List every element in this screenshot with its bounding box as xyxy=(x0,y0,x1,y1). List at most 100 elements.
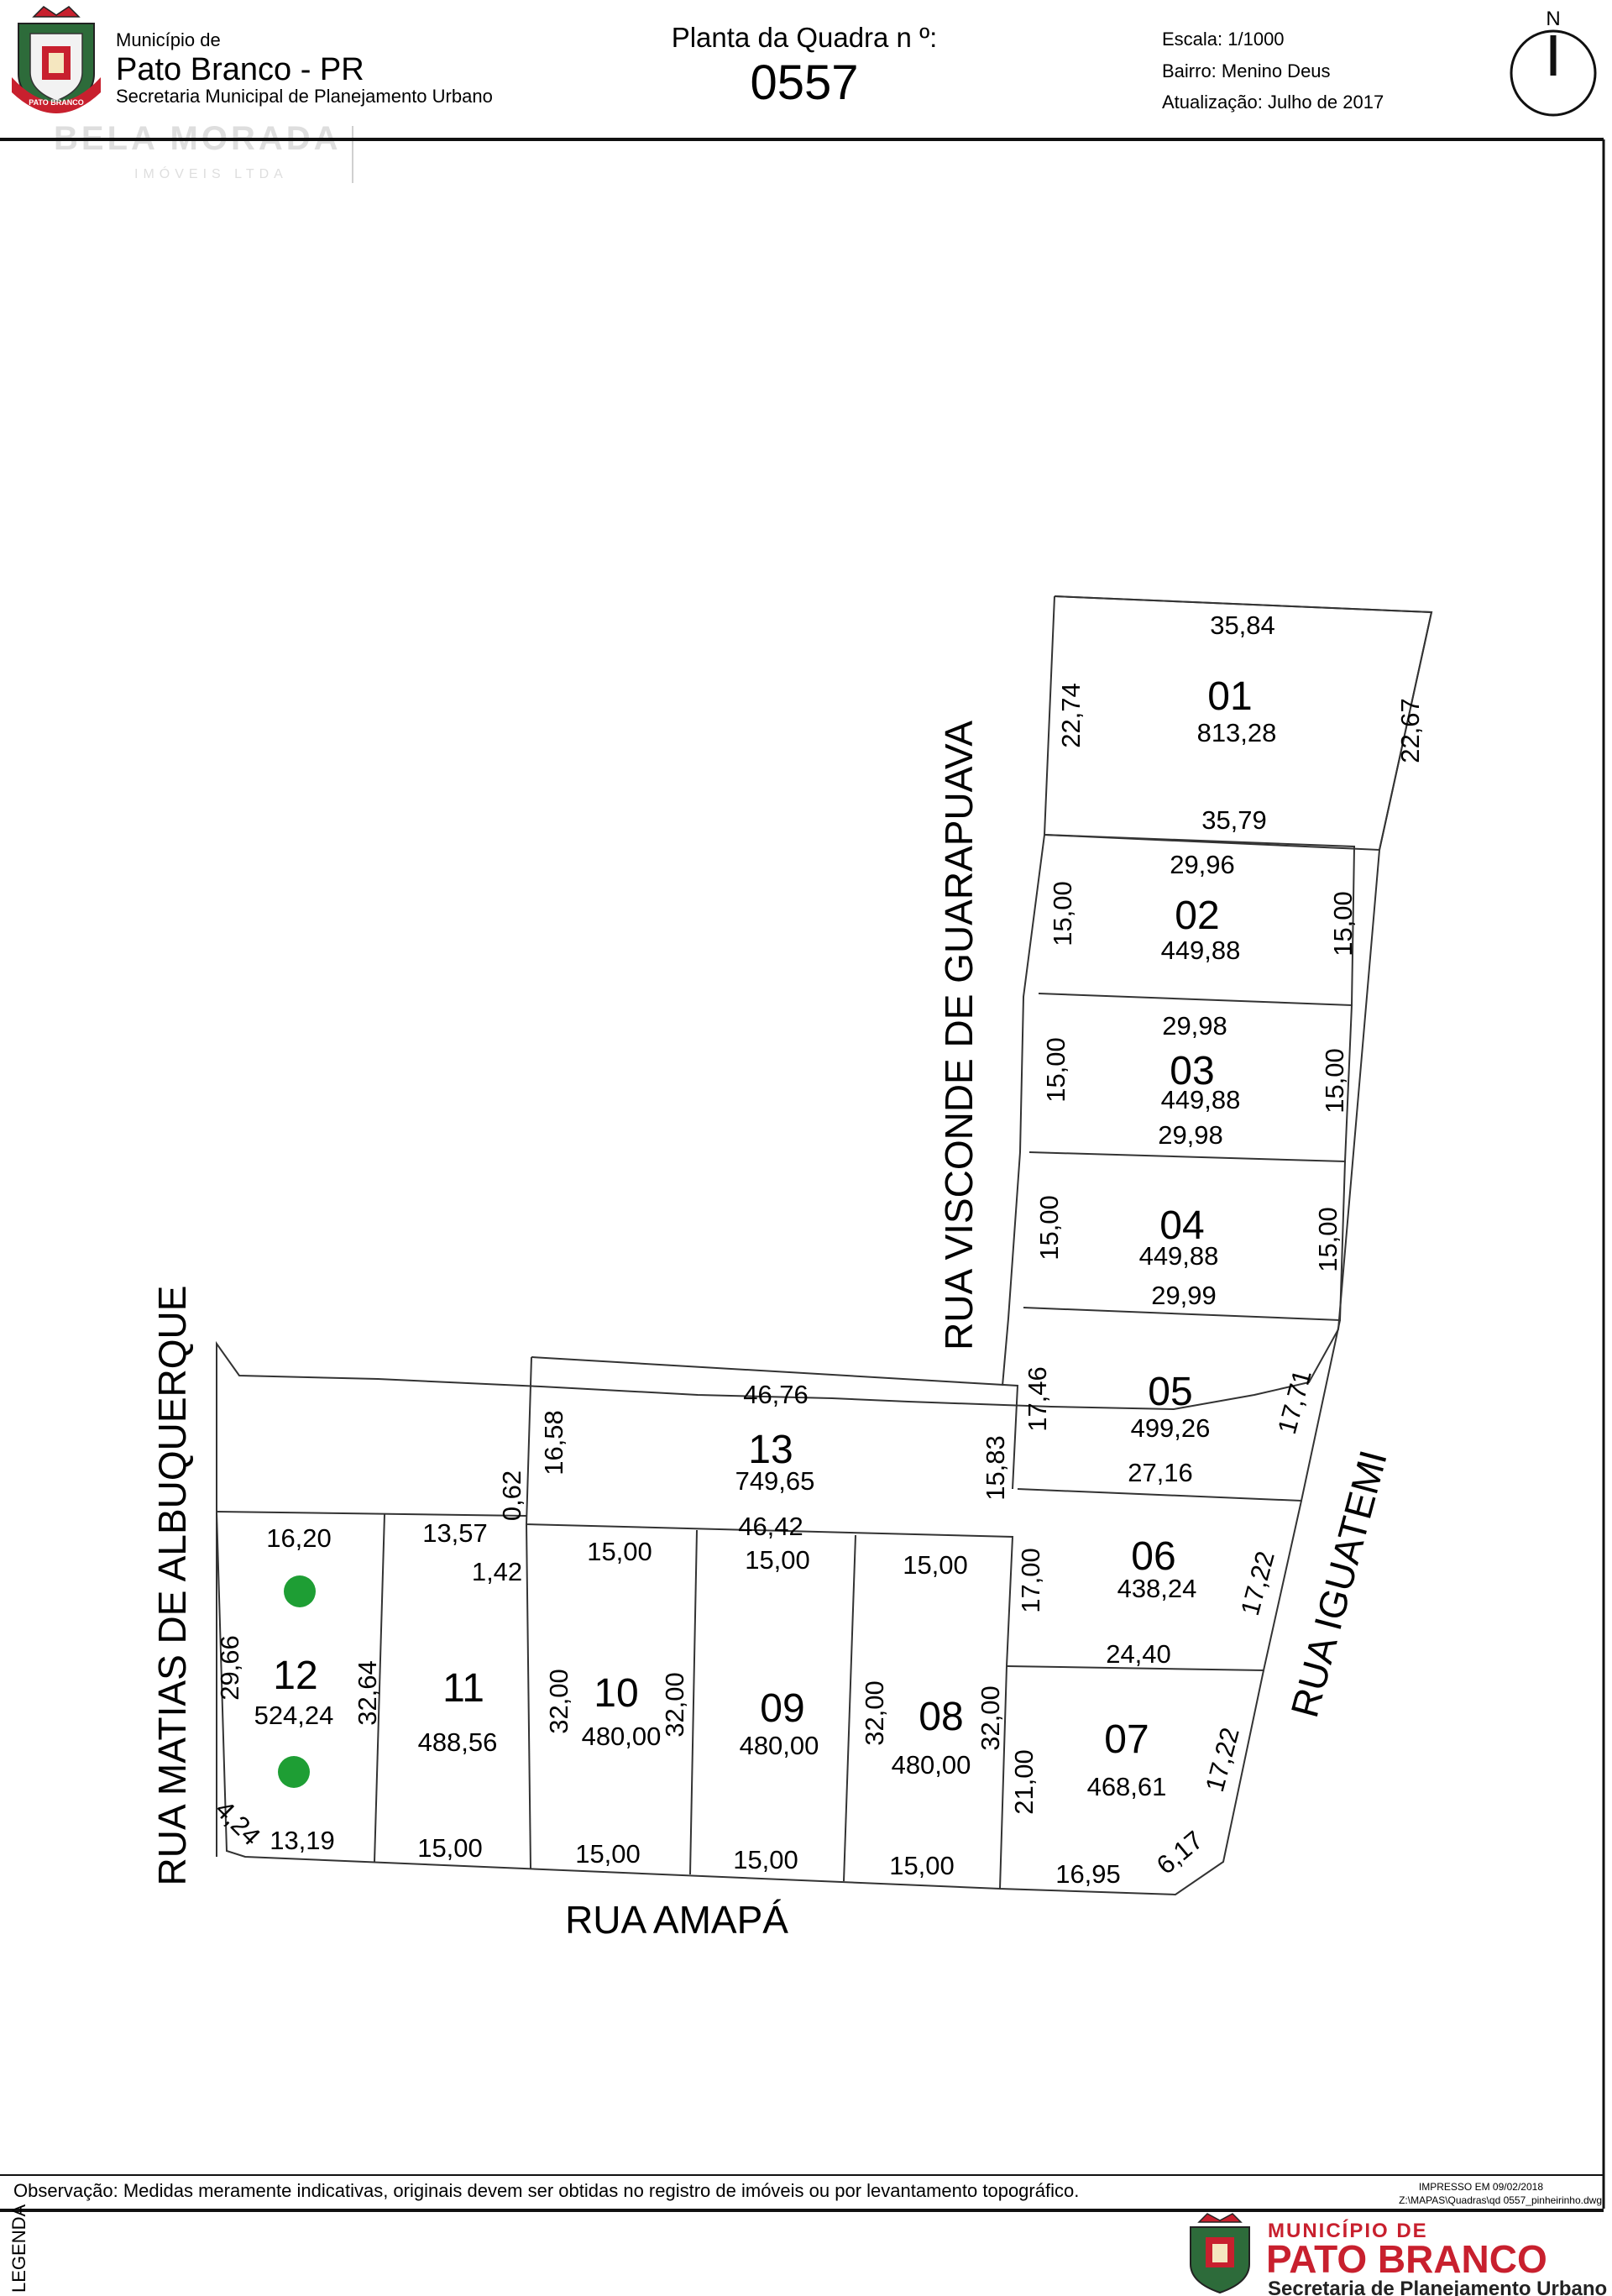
lot-13-north-edge xyxy=(531,1356,1019,1490)
footer-crest-icon xyxy=(1190,2213,1250,2294)
footer: Observação: Medidas meramente indicativa… xyxy=(0,2174,1607,2296)
green-marker-icon xyxy=(278,1756,310,1788)
file-path: Z:\MAPAS\Quadras\qd 0557_pinheirinho.dwg xyxy=(1399,2194,1602,2206)
street-label: RUA IGUATEMI xyxy=(1282,1446,1395,1722)
street-label: RUA MATIAS DE ALBUQUERQUE xyxy=(150,1286,194,1886)
dimension-label: 15,00 xyxy=(889,1851,955,1880)
dimension-label: 15,00 xyxy=(1313,1207,1342,1272)
department-name: Secretaria Municipal de Planejamento Urb… xyxy=(116,86,493,107)
dimension-label: 1,42 xyxy=(472,1557,522,1586)
dimension-label: 15,00 xyxy=(417,1833,483,1863)
observation-note: Observação: Medidas meramente indicativa… xyxy=(13,2180,1079,2201)
lot-number: 01 xyxy=(1207,674,1252,719)
lot-number: 12 xyxy=(273,1654,317,1698)
dimension-label: 15,00 xyxy=(745,1545,810,1575)
dimension-label: 15,00 xyxy=(1041,1037,1070,1103)
dimension-label: 32,00 xyxy=(544,1669,573,1734)
north-label: N xyxy=(1546,8,1560,30)
dimension-label: 15,00 xyxy=(1328,891,1358,957)
lot-12-markers xyxy=(278,1575,316,1788)
lot-09-10-divider xyxy=(689,1529,698,1875)
lot-number: 07 xyxy=(1104,1717,1149,1762)
lot-area: 499,26 xyxy=(1131,1413,1211,1443)
lot-area: 449,88 xyxy=(1139,1241,1219,1271)
dimension-label: 15,00 xyxy=(587,1537,652,1566)
lot-12-11-north xyxy=(216,1511,527,1517)
lot-area: 449,88 xyxy=(1161,936,1241,965)
dimension-label: 29,98 xyxy=(1158,1120,1223,1150)
dimension-label: 22,67 xyxy=(1395,698,1425,763)
lot-outlines xyxy=(216,595,1433,1896)
lot-area: 449,88 xyxy=(1161,1085,1241,1114)
lot-number: 04 xyxy=(1159,1203,1204,1248)
lot-area: 480,00 xyxy=(892,1750,971,1780)
lot-01-outline xyxy=(1044,595,1433,852)
dimension-label: 15,00 xyxy=(903,1550,968,1580)
dimension-label: 17,22 xyxy=(1200,1724,1245,1795)
dimension-label: 32,64 xyxy=(353,1660,382,1726)
dimension-label: 4,24 xyxy=(210,1795,266,1851)
lot-number: 02 xyxy=(1175,894,1219,938)
scale-label: Escala: 1/1000 xyxy=(1162,29,1285,50)
dimension-labels: 35,84 22,74 22,67 35,79 29,96 15,00 15,0… xyxy=(210,611,1425,1889)
lot-area: 749,65 xyxy=(735,1466,815,1496)
lot-number: 09 xyxy=(760,1686,804,1731)
watermark-subtext: IMÓVEIS LTDA xyxy=(134,165,288,181)
dimension-label: 16,20 xyxy=(266,1523,332,1553)
lot-number: 05 xyxy=(1148,1370,1192,1414)
street-label: RUA AMAPÁ xyxy=(565,1898,788,1942)
dimension-label: 17,46 xyxy=(1023,1366,1052,1432)
dimension-label: 29,99 xyxy=(1151,1281,1217,1310)
lot-11-12-divider xyxy=(374,1513,385,1863)
dimension-label: 46,42 xyxy=(738,1512,803,1541)
block-boundary xyxy=(216,595,1433,1857)
printed-date: IMPRESSO EM 09/02/2018 xyxy=(1419,2181,1543,2193)
dimension-label: 32,00 xyxy=(976,1685,1005,1751)
green-marker-icon xyxy=(284,1575,316,1607)
header: PATO BRANCO Município de Pato Branco - P… xyxy=(0,6,1604,183)
brand-line1: MUNICÍPIO DE xyxy=(1268,2219,1428,2242)
lot-area: 468,61 xyxy=(1087,1772,1167,1801)
dimension-label: 35,84 xyxy=(1210,611,1275,640)
dimension-label: 32,00 xyxy=(860,1680,889,1746)
block-title: Planta da Quadra n º: xyxy=(672,22,938,53)
municipality-line1: Município de xyxy=(116,29,221,50)
municipal-crest-icon: PATO BRANCO xyxy=(12,6,101,114)
lot-area: 524,24 xyxy=(254,1701,334,1730)
lot-13-outline xyxy=(525,1356,1014,1667)
block-number: 0557 xyxy=(750,55,858,110)
lot-02-outline xyxy=(1038,834,1356,1007)
dimension-label: 15,00 xyxy=(575,1839,641,1869)
dimension-label: 15,00 xyxy=(1048,881,1077,946)
lot-number: 11 xyxy=(442,1666,484,1711)
dimension-label: 21,00 xyxy=(1009,1749,1039,1815)
dimension-label: 22,74 xyxy=(1056,683,1086,748)
municipality-line2: Pato Branco - PR xyxy=(116,52,364,87)
west-line xyxy=(1002,595,1055,1387)
lot-area: 438,24 xyxy=(1117,1574,1197,1603)
dimension-label: 15,00 xyxy=(1320,1048,1349,1114)
north-arrow-icon: N xyxy=(1510,8,1597,117)
lot-number: 03 xyxy=(1170,1049,1214,1093)
dimension-label: 16,58 xyxy=(539,1410,568,1476)
brand-line3: Secretaria de Planejamento Urbano xyxy=(1268,2278,1607,2296)
lot-07-outline xyxy=(998,1665,1264,1896)
dimension-label: 0,62 xyxy=(497,1470,526,1521)
legend-label: LEGENDA xyxy=(8,2204,29,2293)
south-boundary xyxy=(216,1511,1001,1890)
lot-area: 813,28 xyxy=(1197,718,1277,747)
crest-ribbon-text: PATO BRANCO xyxy=(29,98,84,107)
dimension-label: 46,76 xyxy=(743,1380,809,1409)
dimension-label: 15,00 xyxy=(1034,1195,1064,1261)
lot-area: 480,00 xyxy=(582,1722,662,1751)
dimension-label: 17,71 xyxy=(1272,1366,1317,1437)
dimension-label: 13,57 xyxy=(422,1518,488,1548)
lot-number: 08 xyxy=(919,1695,963,1739)
dimension-label: 29,96 xyxy=(1170,850,1235,879)
dimension-label: 29,98 xyxy=(1162,1011,1227,1041)
lot-area: 488,56 xyxy=(418,1727,498,1757)
dimension-label: 35,79 xyxy=(1201,805,1267,835)
street-label: RUA VISCONDE DE GUARAPUAVA xyxy=(937,721,981,1350)
dimension-label: 24,40 xyxy=(1106,1639,1171,1669)
